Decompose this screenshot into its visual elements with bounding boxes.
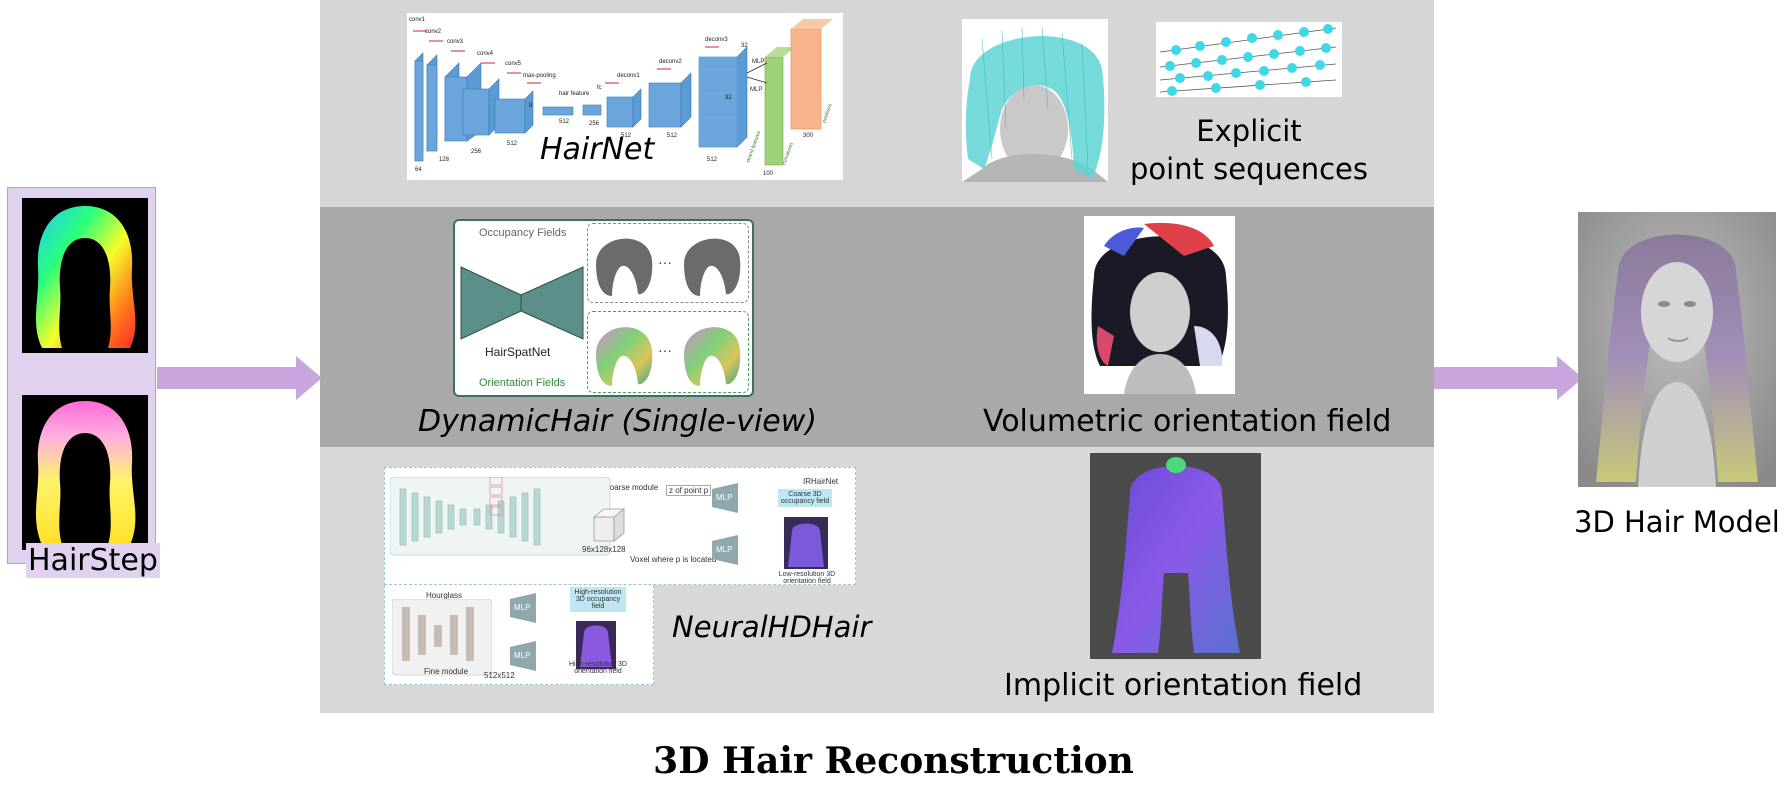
mlp-label-1: MLP: [716, 493, 733, 502]
coarse-occupancy-label: Coarse 3D occupancy field: [778, 489, 832, 507]
mlp-trapezoid-icon-4: [510, 641, 536, 671]
hairnet-representation-line2: point sequences: [1129, 152, 1369, 186]
svg-text:512: 512: [707, 157, 718, 163]
3d-hair-model-image: [1578, 212, 1776, 487]
high-res-preview-image: [576, 621, 616, 669]
input-arrow-head: [296, 356, 322, 400]
svg-text:conv2: conv2: [425, 29, 442, 35]
svg-text:curvatures: curvatures: [781, 141, 795, 165]
neuralhdhair-representation: Implicit orientation field: [1004, 668, 1363, 703]
svg-text:conv3: conv3: [447, 39, 464, 45]
svg-text:32: 32: [725, 95, 732, 101]
high-res-label: High-resolution 3D orientation field: [569, 661, 627, 675]
voxel-cube-icon: [592, 508, 626, 542]
irhairnet-title: IRHairNet: [803, 477, 839, 486]
svg-text:128: 128: [439, 157, 450, 163]
occupancy-ellipsis: ···: [658, 254, 672, 270]
svg-text:512: 512: [667, 133, 678, 139]
fine-size-label: 512x512: [484, 671, 515, 680]
svg-text:conv4: conv4: [477, 51, 494, 57]
low-res-preview-image: [784, 517, 828, 569]
svg-text:32: 32: [741, 43, 748, 49]
voxel-caption: Voxel where p is located: [630, 555, 717, 564]
z-of-point-label: z of point p: [666, 485, 712, 496]
svg-text:64: 64: [415, 167, 422, 173]
hairnet-architecture-figure: conv1 conv2 conv3 conv4 conv5 max-poolin…: [407, 13, 843, 180]
hourglass-icon: [392, 599, 492, 676]
point-sequence-image: [1156, 22, 1342, 97]
hairstep-depth-map-image: [22, 395, 148, 550]
svg-text:MLP: MLP: [750, 87, 762, 93]
neuralhdhair-architecture-figure: IRHairNet Coarse module z of point p 96x…: [384, 467, 856, 685]
mlp-trapezoid-icon-2: [712, 535, 738, 565]
neuralhd-gap: [654, 585, 856, 685]
hairnet-label: HairNet: [540, 132, 655, 167]
svg-text:256: 256: [471, 149, 482, 155]
mlp-label-4: MLP: [514, 651, 531, 660]
fine-module-label: Fine module: [424, 667, 469, 676]
occupancy-fields-label: Occupancy Fields: [479, 227, 567, 239]
output-arrow: [1434, 367, 1558, 389]
voxel-size-label: 96x128x128: [582, 545, 626, 554]
svg-text:512: 512: [507, 141, 518, 147]
high-occupancy-label: High-resolution 3D occupancy field: [570, 587, 626, 612]
hairstep-strand-map-image: [22, 198, 148, 353]
svg-text:hair feature: hair feature: [559, 91, 590, 97]
svg-text:conv1: conv1: [409, 17, 426, 23]
orientation-ellipsis: ···: [658, 342, 672, 358]
svg-text:300: 300: [803, 133, 814, 139]
svg-text:fc: fc: [597, 85, 602, 91]
hairnet-representation-line1: Explicit: [1196, 114, 1302, 148]
output-label: 3D Hair Model: [1574, 505, 1780, 539]
svg-text:strand features: strand features: [745, 130, 762, 164]
mlp-label-2: MLP: [716, 545, 733, 554]
svg-text:deconv2: deconv2: [659, 59, 682, 65]
svg-text:deconv3: deconv3: [705, 37, 728, 43]
svg-text:conv5: conv5: [505, 61, 522, 67]
occupancy-group: ···: [587, 223, 749, 303]
svg-text:8: 8: [529, 103, 533, 109]
figure-title: 3D Hair Reconstruction: [653, 740, 1134, 782]
input-arrow: [157, 367, 297, 389]
mlp-trapezoid-icon-3: [510, 593, 536, 623]
svg-text:256: 256: [589, 121, 600, 127]
hairspatnet-label: HairSpatNet: [485, 345, 551, 359]
mlp-label-3: MLP: [514, 603, 531, 612]
hourglass-label: Hourglass: [426, 591, 463, 600]
svg-text:MLP: MLP: [752, 59, 764, 65]
dynamichair-label: DynamicHair (Single-view): [418, 404, 817, 439]
svg-text:512: 512: [621, 133, 632, 139]
low-res-label: Low-resolution 3D orientation field: [778, 571, 836, 585]
dynamichair-architecture-figure: Occupancy Fields HairSpatNet Orientation…: [453, 219, 754, 397]
svg-text:100: 100: [763, 171, 774, 177]
dynamichair-representation: Volumetric orientation field: [983, 404, 1392, 439]
hairstep-label: HairStep: [26, 543, 160, 578]
coarse-module-label: Coarse module: [604, 483, 659, 492]
svg-text:max-pooling: max-pooling: [523, 73, 556, 79]
svg-text:deconv1: deconv1: [617, 73, 640, 79]
coarse-unet-icon: [390, 477, 611, 556]
mlp-trapezoid-icon: [712, 483, 738, 513]
orientation-fields-label: Orientation Fields: [479, 377, 566, 389]
svg-text:positions: positions: [821, 103, 834, 124]
implicit-orientation-result-image: [1090, 453, 1261, 659]
hairspatnet-bowtie-icon: [460, 266, 584, 340]
volumetric-orientation-result-image: [1084, 216, 1235, 394]
hairstep-input-box: HairStep: [7, 187, 160, 578]
svg-text:512: 512: [559, 119, 570, 125]
orientation-group: ···: [587, 311, 749, 393]
hairnet-strand-result-image: [962, 19, 1108, 182]
neuralhdhair-label: NeuralHDHair: [672, 610, 872, 644]
